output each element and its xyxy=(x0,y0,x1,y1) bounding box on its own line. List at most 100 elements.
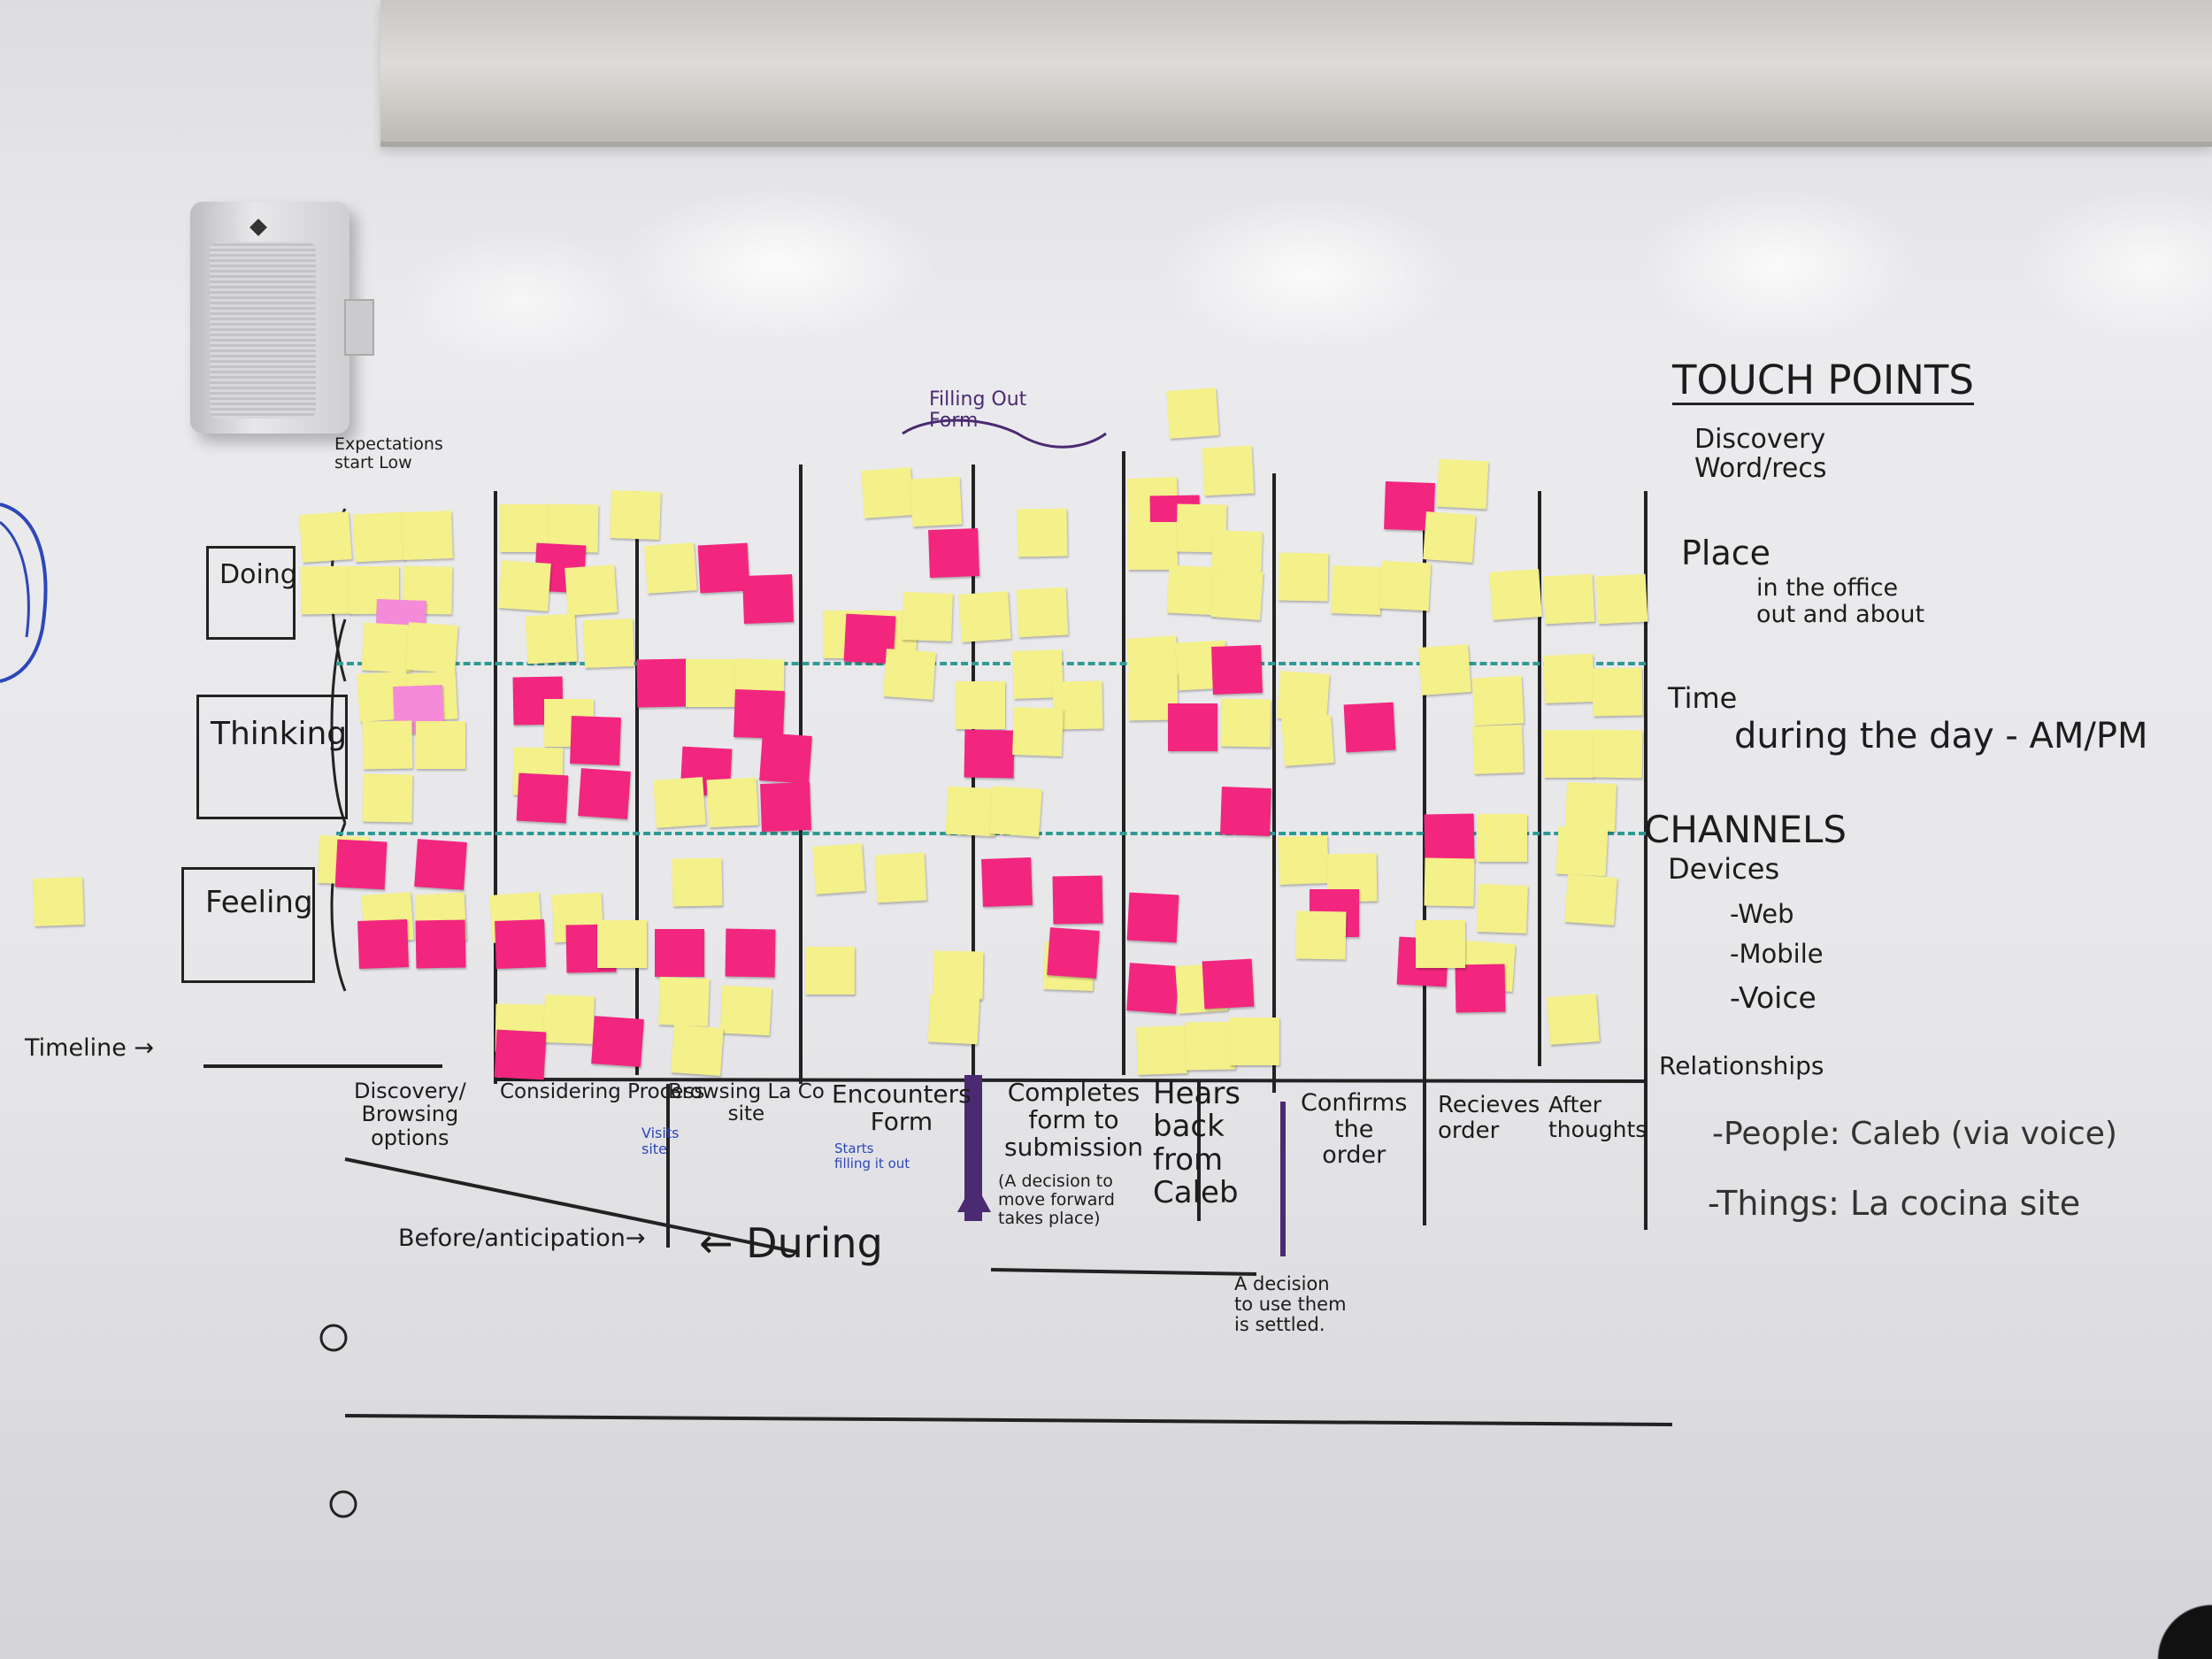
yellow-sticky-note xyxy=(1185,1021,1236,1071)
device-web: -Web xyxy=(1730,899,1794,929)
yellow-sticky-note xyxy=(1592,667,1643,717)
pink-sticky-note xyxy=(1455,964,1506,1013)
pink-sticky-note xyxy=(494,1029,547,1080)
visits-site-note: Visits site xyxy=(641,1125,680,1157)
yellow-sticky-note xyxy=(1128,522,1178,570)
yellow-sticky-note xyxy=(362,720,413,770)
yellow-sticky-note xyxy=(1489,569,1542,620)
yellow-sticky-note xyxy=(719,985,772,1036)
pink-sticky-note xyxy=(636,658,687,708)
yellow-sticky-note xyxy=(543,995,595,1044)
pink-sticky-note xyxy=(591,1016,644,1067)
yellow-sticky-note xyxy=(1543,654,1594,703)
yellow-sticky-note xyxy=(1295,910,1347,960)
time-value: during the day - AM/PM xyxy=(1734,716,2148,757)
yellow-sticky-note xyxy=(1542,573,1595,625)
pink-sticky-note xyxy=(928,528,979,578)
pink-sticky-note xyxy=(725,928,776,978)
yellow-sticky-note xyxy=(1592,729,1643,779)
yellow-sticky-note xyxy=(402,511,453,560)
yellow-sticky-note xyxy=(653,777,706,828)
channels-title: CHANNELS xyxy=(1644,808,1847,851)
stage-discovery: Discovery/ Browsing options xyxy=(354,1079,466,1150)
stage-encounters-form: Encounters Form xyxy=(832,1079,972,1136)
yellow-sticky-note xyxy=(1277,671,1330,722)
yellow-sticky-note xyxy=(706,777,759,828)
yellow-sticky-note xyxy=(1220,698,1271,748)
yellow-sticky-note xyxy=(812,843,865,895)
yellow-sticky-note xyxy=(610,490,661,540)
pink-sticky-note xyxy=(1047,927,1100,979)
yellow-sticky-note xyxy=(933,950,984,1000)
stage-after-thoughts: After thoughts xyxy=(1548,1092,1647,1142)
expectations-label: Expectations start Low xyxy=(334,434,443,472)
yellow-sticky-note xyxy=(1477,884,1528,933)
pink-sticky-note xyxy=(981,857,1033,907)
yellow-sticky-note xyxy=(1436,458,1489,510)
pink-sticky-note xyxy=(964,729,1015,779)
decision-forward-note: (A decision to move forward takes place) xyxy=(998,1171,1115,1228)
speaker-bracket xyxy=(344,299,374,356)
pink-sticky-note xyxy=(733,689,785,739)
yellow-sticky-note xyxy=(1423,511,1476,563)
pink-sticky-note xyxy=(1211,645,1263,695)
devices-label: Devices xyxy=(1668,852,1780,886)
discovery-item: Discovery Word/recs xyxy=(1694,424,1827,484)
pink-sticky-note xyxy=(578,768,631,819)
yellow-sticky-note xyxy=(1418,644,1471,695)
yellow-sticky-note xyxy=(1278,552,1329,602)
yellow-sticky-note xyxy=(1379,560,1432,611)
yellow-sticky-note xyxy=(644,542,697,594)
yellow-sticky-note xyxy=(525,613,578,664)
filling-out-form-label: Filling Out Form xyxy=(929,388,1027,433)
relationships-title: Relationships xyxy=(1659,1051,1824,1080)
pink-sticky-note xyxy=(759,733,812,784)
pink-sticky-note xyxy=(334,839,388,890)
yellow-sticky-note xyxy=(1210,569,1263,620)
yellow-sticky-note xyxy=(362,773,413,823)
feeling-box xyxy=(181,867,315,983)
yellow-sticky-note xyxy=(671,1025,724,1076)
pink-sticky-note xyxy=(1202,958,1255,1010)
pink-sticky-note xyxy=(1126,963,1179,1014)
pink-sticky-note xyxy=(495,919,546,969)
thinking-label: Thinking xyxy=(211,716,348,752)
yellow-sticky-note xyxy=(1471,675,1525,726)
starts-filling-note: Starts filling it out xyxy=(834,1141,910,1171)
yellow-sticky-note xyxy=(658,977,710,1026)
during-label: ← During xyxy=(699,1219,883,1267)
touch-points-title: TOUCH POINTS xyxy=(1672,357,1974,405)
yellow-sticky-note xyxy=(1281,715,1334,766)
stage-completes-form: Completes form to submission xyxy=(1004,1078,1143,1162)
yellow-sticky-note xyxy=(1166,388,1219,439)
stage-hears-back: Hears back from Caleb xyxy=(1153,1076,1241,1211)
yellow-sticky-note xyxy=(1424,857,1475,907)
yellow-sticky-note xyxy=(597,920,647,968)
yellow-sticky-note xyxy=(1017,508,1068,557)
yellow-sticky-note xyxy=(405,622,458,673)
before-anticipation-label: Before/anticipation→ xyxy=(398,1225,646,1252)
relationships-people: -People: Caleb (via voice) xyxy=(1712,1116,2117,1152)
yellow-sticky-note xyxy=(1230,1018,1279,1065)
yellow-sticky-note xyxy=(805,947,855,995)
yellow-sticky-note xyxy=(686,659,735,707)
yellow-sticky-note xyxy=(672,857,723,907)
foreground-object xyxy=(2106,1553,2212,1659)
yellow-sticky-note xyxy=(1012,707,1064,757)
yellow-sticky-note xyxy=(1331,565,1382,615)
yellow-sticky-note xyxy=(33,877,84,926)
pink-sticky-note xyxy=(415,919,466,969)
doing-label: Doing xyxy=(219,559,297,590)
yellow-sticky-note xyxy=(1136,1025,1187,1075)
stage-considering: Considering Process xyxy=(500,1080,705,1103)
stage-browsing: Browsing La Co site xyxy=(668,1080,825,1126)
ceiling-rail xyxy=(380,0,2212,147)
yellow-sticky-note xyxy=(299,511,352,563)
feeling-label: Feeling xyxy=(205,885,313,920)
stage-receives: Recieves order xyxy=(1438,1092,1540,1144)
wall-speaker xyxy=(190,202,374,434)
yellow-sticky-note xyxy=(300,565,351,615)
yellow-sticky-note xyxy=(902,592,953,641)
yellow-sticky-note xyxy=(1555,826,1609,877)
pink-sticky-note xyxy=(1052,875,1103,925)
